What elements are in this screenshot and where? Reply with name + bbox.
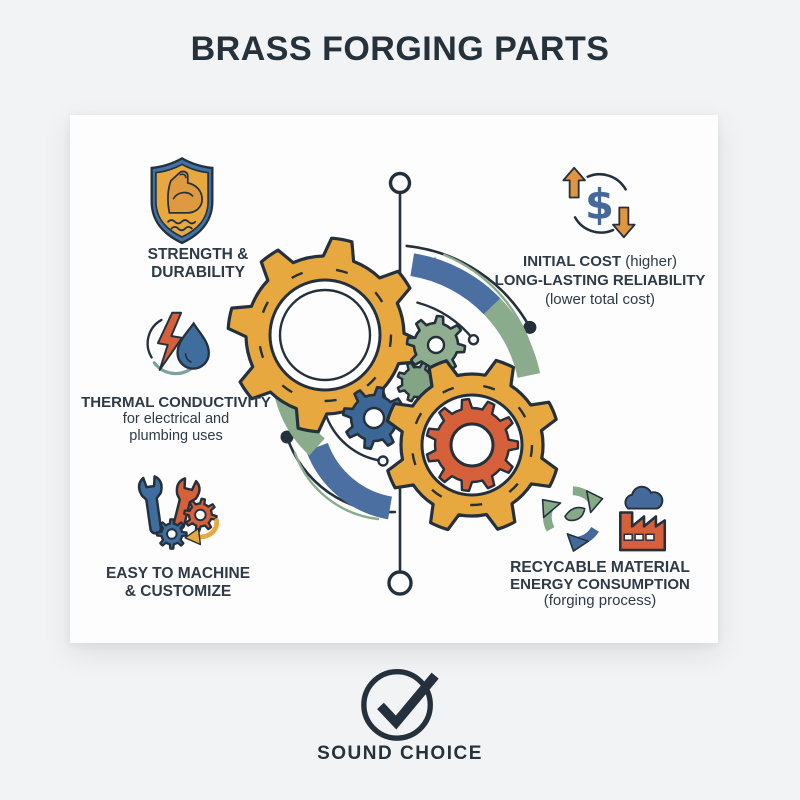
muscle-arm: [167, 170, 203, 214]
timeline-bottom-node: [387, 570, 413, 596]
water-drop: [176, 321, 210, 370]
feature-line: (forging process): [543, 592, 657, 609]
red-gear-hole: [194, 508, 207, 522]
inner-dark-arc: [416, 301, 475, 341]
outer-dark-arc: [405, 244, 532, 329]
sustainability-text: RECYCABLE MATERIAL ENERGY CONSUMPTION (f…: [490, 559, 710, 610]
feature-line: for electrical and: [122, 411, 230, 427]
feature-line: DURABILITY: [151, 264, 245, 281]
timeline-top-node: [388, 171, 412, 195]
checkmark-circle-icon: [361, 669, 439, 741]
cycle-arc-top: [586, 172, 627, 191]
lightning-bolt: [156, 311, 184, 371]
gears-timeline-illustration: [226, 171, 559, 596]
band-blue-arc: [306, 442, 393, 520]
dollar-sign: $: [585, 180, 614, 229]
feature-line: & CUSTOMIZE: [124, 583, 232, 600]
cycle-arc-bottom: [573, 216, 615, 234]
leaf: [564, 506, 586, 522]
feature-line: LONG-LASTING RELIABILITY: [494, 272, 706, 289]
feature-line: (lower total cost): [544, 291, 656, 308]
footer-label: SOUND CHOICE: [317, 743, 483, 764]
recycle-arrows: [541, 486, 604, 552]
blue-gear-hole: [166, 528, 178, 540]
teal-arc: [152, 361, 194, 376]
up-arrow: [562, 166, 586, 199]
down-arrow: [612, 206, 636, 239]
info-card: STRENGTH & DURABILITY THERMAL CONDUCTIVI…: [70, 115, 718, 643]
strength-text: STRENGTH & DURABILITY: [118, 246, 278, 282]
check-circle: [361, 669, 433, 741]
feature-line: INITIAL COST (higher): [523, 253, 677, 270]
shield-waves: [167, 219, 197, 232]
gear-large-gold-bottom: [385, 358, 559, 532]
wrench-gears-icon: [137, 475, 220, 550]
factory-building: [619, 511, 667, 552]
arc-end-dot: [280, 430, 294, 444]
feature-line: plumbing uses: [129, 427, 223, 444]
dollar-cycle-icon: $: [562, 166, 636, 239]
gold-arrow-head: [184, 527, 202, 546]
dark-arc: [146, 318, 163, 359]
lightning-waterdrop-icon: [146, 311, 210, 376]
factory-windows: [623, 533, 655, 541]
recycle-factory-icon: [541, 485, 667, 552]
arc-end-ring: [467, 333, 480, 346]
thin-green-arc: [293, 451, 380, 521]
arc-group-top-right: [405, 244, 541, 379]
feature-line: STRENGTH &: [147, 246, 249, 263]
band-blue-arc: [410, 253, 501, 315]
feature-line: ENERGY CONSUMPTION: [510, 576, 690, 593]
page-title: BRASS FORGING PARTS: [190, 30, 610, 68]
arc-end-dot: [523, 320, 537, 334]
smoke-cloud: [624, 485, 664, 510]
band-green-arc: [483, 298, 541, 379]
thermal-text: THERMAL CONDUCTIVITY for electrical and …: [70, 394, 282, 444]
drop-accent: [184, 352, 192, 363]
gear-small-blue: [341, 385, 407, 451]
arc-end-ring: [377, 455, 389, 467]
check-mark: [377, 672, 439, 730]
feature-line: THERMAL CONDUCTIVITY: [81, 394, 271, 411]
machining-text: EASY TO MACHINE & CUSTOMIZE: [98, 565, 258, 601]
shield-muscle-icon: [150, 157, 214, 245]
cost-text: INITIAL COST (higher) LONG-LASTING RELIA…: [490, 252, 710, 309]
inner-dark-arc: [323, 410, 385, 463]
feature-line: RECYCABLE MATERIAL: [510, 559, 690, 576]
blue-wrench: [137, 475, 163, 535]
feature-line: EASY TO MACHINE: [105, 565, 251, 582]
